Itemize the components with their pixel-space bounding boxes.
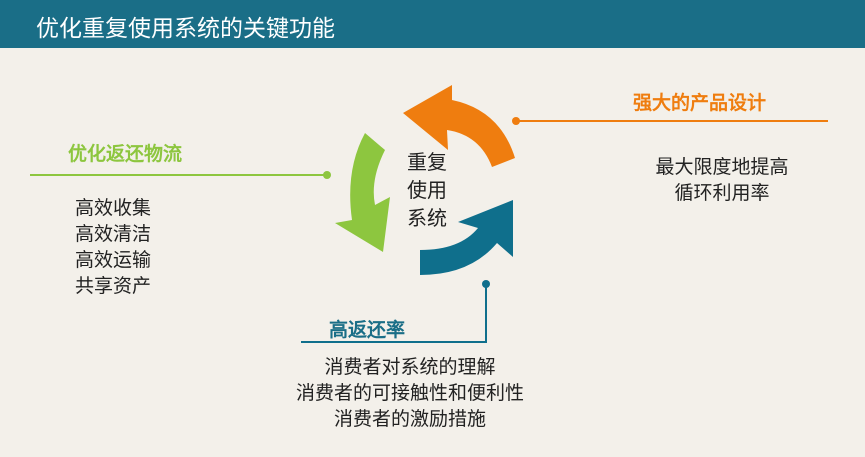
center-line: 重复 (407, 150, 447, 174)
orange-arrow (403, 85, 515, 167)
center-line: 系统 (407, 206, 447, 230)
teal-arrow (420, 200, 513, 275)
bottom-heading: 高返还率 (329, 319, 406, 341)
left-heading: 优化返还物流 (68, 143, 183, 165)
list-item: 消费者的激励措施 (333, 408, 486, 430)
list-item: 循环利用率 (674, 182, 770, 204)
teal-connector-line (301, 284, 487, 343)
list-item: 最大限度地提高 (655, 156, 789, 178)
center-line: 使用 (407, 178, 447, 202)
right-list: 最大限度地提高 循环利用率 (640, 154, 804, 206)
list-item: 高效运输 (75, 249, 152, 271)
left-list: 高效收集 高效清洁 高效运输 共享资产 (75, 195, 151, 299)
list-item: 共享资产 (75, 275, 152, 297)
right-heading: 强大的产品设计 (633, 92, 767, 114)
list-item: 消费者的可接触性和便利性 (295, 382, 524, 404)
list-item: 高效清洁 (75, 223, 152, 245)
page-title: 优化重复使用系统的关键功能 (36, 16, 335, 42)
green-arrow (335, 133, 390, 252)
list-item: 高效收集 (75, 197, 152, 219)
orange-connector-dot (512, 117, 520, 125)
list-item: 消费者对系统的理解 (324, 356, 496, 378)
teal-connector-dot (482, 280, 490, 288)
green-connector-dot (323, 171, 331, 179)
bottom-list: 消费者对系统的理解 消费者的可接触性和便利性 消费者的激励措施 (260, 354, 560, 432)
header-bar: 优化重复使用系统的关键功能 (0, 0, 865, 48)
center-label: 重复 使用 系统 (407, 148, 457, 232)
